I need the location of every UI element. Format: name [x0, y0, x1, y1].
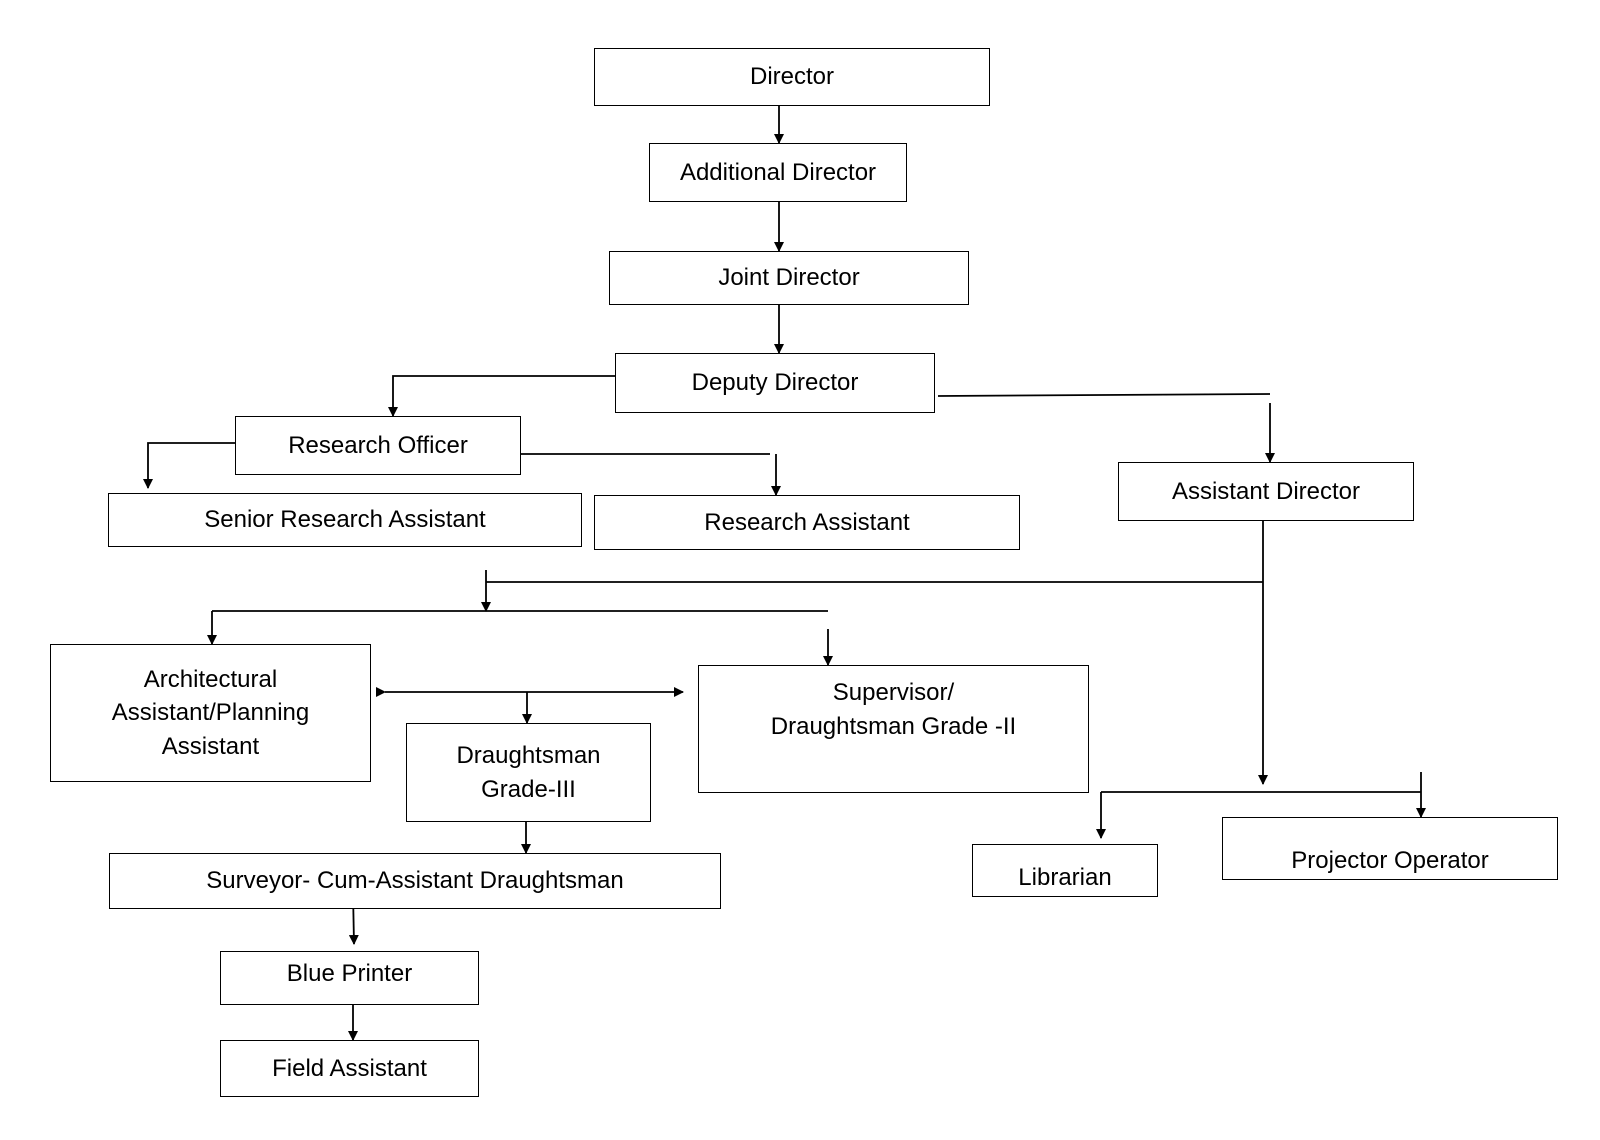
node-additional-director-label: Additional Director — [679, 158, 877, 186]
node-assistant-director: Assistant Director — [1118, 462, 1414, 521]
node-deputy-director-label: Deputy Director — [691, 369, 859, 397]
node-surveyor: Surveyor- Cum-Assistant Draughtsman — [109, 853, 721, 909]
node-deputy-director: Deputy Director — [615, 353, 935, 413]
connector-deputy-line — [937, 393, 1271, 397]
node-research-assistant: Research Assistant — [594, 495, 1020, 550]
node-research-assistant-label: Research Assistant — [704, 508, 910, 536]
node-research-officer: Research Officer — [235, 416, 521, 475]
node-draughtsman-grade-iii: Draughtsman Grade-III — [406, 723, 651, 822]
node-assistant-director-label: Assistant Director — [1171, 477, 1361, 505]
node-additional-director: Additional Director — [649, 143, 907, 202]
connector-deputy-research-officer — [388, 375, 615, 417]
node-architectural-assistant-label: Architectural Assistant/Planning Assista… — [111, 665, 310, 760]
node-supervisor-label: Supervisor/ Draughtsman Grade -II — [770, 679, 1017, 740]
node-field-assistant-label: Field Assistant — [272, 1054, 427, 1082]
node-projector-operator-label: Projector Operator — [1291, 846, 1489, 874]
node-architectural-assistant: Architectural Assistant/Planning Assista… — [50, 644, 371, 782]
node-surveyor-label: Surveyor- Cum-Assistant Draughtsman — [206, 867, 624, 895]
node-supervisor: Supervisor/ Draughtsman Grade -II — [698, 665, 1089, 793]
node-senior-research-assistant: Senior Research Assistant — [108, 493, 582, 547]
node-director-label: Director — [749, 63, 834, 91]
node-draughtsman-grade-iii-label: Draughtsman Grade-III — [456, 741, 601, 803]
node-director: Director — [594, 48, 990, 106]
node-joint-director-label: Joint Director — [718, 264, 860, 292]
node-blue-printer: Blue Printer — [220, 951, 479, 1005]
node-research-officer-label: Research Officer — [288, 431, 468, 459]
node-joint-director: Joint Director — [609, 251, 969, 305]
connector-ro-sra — [143, 442, 235, 489]
node-senior-research-assistant-label: Senior Research Assistant — [204, 506, 486, 534]
node-blue-printer-label: Blue Printer — [286, 960, 413, 988]
node-projector-operator: Projector Operator — [1222, 817, 1558, 880]
node-librarian: Librarian — [972, 844, 1158, 897]
node-librarian-label: Librarian — [1018, 863, 1112, 891]
node-field-assistant: Field Assistant — [220, 1040, 479, 1097]
